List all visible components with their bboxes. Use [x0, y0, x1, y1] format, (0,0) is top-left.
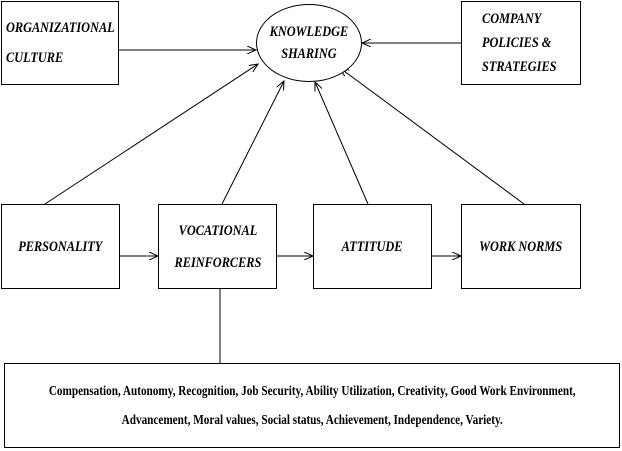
knowledge-sharing-label: KNOWLEDGE SHARING	[269, 24, 349, 62]
attitude-node: ATTITUDE	[313, 204, 432, 289]
work-norms-node: WORK NORMS	[461, 204, 581, 289]
work-norms-label: WORK NORMS	[479, 238, 563, 255]
organizational-culture-node: ORGANIZATIONAL CULTURE	[1, 1, 119, 85]
edge-worknorms-to-sharing	[340, 68, 525, 205]
reinforcer-attributes-box: Compensation, Autonomy, Recognition, Job…	[4, 363, 620, 448]
edge-vocational-to-sharing	[221, 81, 284, 205]
personality-label: PERSONALITY	[18, 238, 103, 255]
personality-node: PERSONALITY	[1, 204, 120, 289]
vocational-reinforcers-node: VOCATIONAL REINFORCERS	[158, 204, 277, 289]
attitude-label: ATTITUDE	[342, 238, 403, 255]
edge-personality-to-sharing	[44, 64, 258, 205]
reinforcer-attributes-line-2: Advancement, Moral values, Social status…	[121, 412, 503, 428]
company-policies-node: COMPANY POLICIES & STRATEGIES	[461, 1, 581, 85]
company-policies-label: COMPANY POLICIES & STRATEGIES	[482, 11, 557, 75]
edge-attitude-to-sharing	[315, 82, 369, 205]
reinforcer-attributes-text: Compensation, Autonomy, Recognition, Job…	[49, 377, 576, 435]
knowledge-sharing-node: KNOWLEDGE SHARING	[256, 4, 362, 82]
organizational-culture-label: ORGANIZATIONAL CULTURE	[6, 20, 115, 66]
reinforcer-attributes-line-1: Compensation, Autonomy, Recognition, Job…	[48, 383, 576, 399]
vocational-reinforcers-label: VOCATIONAL REINFORCERS	[174, 222, 261, 271]
